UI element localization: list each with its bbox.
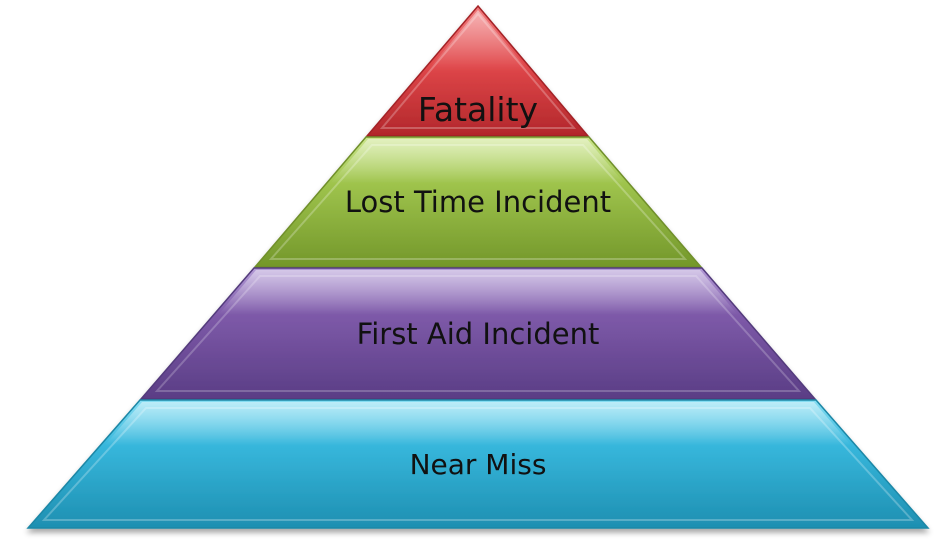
tier-first-aid-incident-shine bbox=[218, 270, 738, 315]
tier-fatality bbox=[365, 4, 590, 137]
tier-fatality-label: Fatality bbox=[418, 90, 538, 129]
tier-lost-time-incident bbox=[253, 136, 703, 268]
tier-fatality-shine bbox=[426, 10, 530, 72]
tier-lost-time-incident-shine bbox=[330, 139, 625, 184]
tier-near-miss bbox=[26, 399, 930, 529]
tier-lost-time-incident-label: Lost Time Incident bbox=[345, 185, 611, 219]
tier-near-miss-label: Near Miss bbox=[410, 448, 547, 481]
tier-first-aid-incident-label: First Aid Incident bbox=[357, 317, 600, 351]
tier-near-miss-shine bbox=[104, 402, 852, 446]
tier-first-aid-incident bbox=[139, 267, 817, 400]
